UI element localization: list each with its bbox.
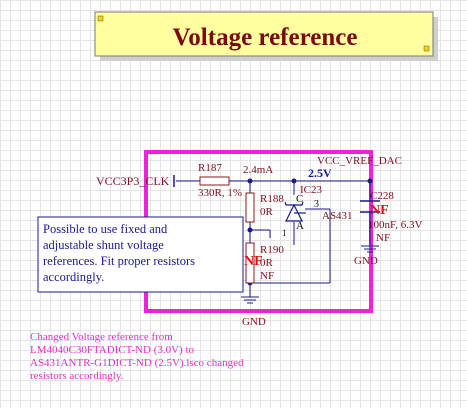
note-line: accordingly. bbox=[43, 270, 104, 284]
r190-nf-marker: NF bbox=[244, 254, 263, 269]
title-block[interactable]: Voltage reference bbox=[94, 11, 438, 61]
ground-symbol-cap bbox=[361, 245, 379, 253]
net-label-output: VCC_VREF_DAC bbox=[317, 155, 402, 167]
c228-nf: NF bbox=[376, 232, 390, 244]
c228-value: 100nF, 6.3V bbox=[368, 219, 422, 231]
capacitor-c228[interactable] bbox=[360, 200, 380, 213]
r190-nf: NF bbox=[260, 270, 274, 282]
ground-symbol-main bbox=[241, 296, 259, 304]
junction-dot bbox=[247, 178, 253, 184]
r188-ref: R188 bbox=[260, 193, 284, 205]
current-label: 2.4mA bbox=[243, 164, 273, 176]
note-line: Possible to use fixed and bbox=[43, 222, 168, 236]
junction-dot bbox=[367, 178, 373, 184]
resistor-r188[interactable] bbox=[245, 192, 255, 223]
note-box[interactable]: Possible to use fixed and adjustable shu… bbox=[37, 216, 244, 293]
net-label-input: VCC3P3_CLK bbox=[96, 174, 170, 188]
title-block-box bbox=[94, 11, 434, 57]
note-line: references. Fit proper resistors bbox=[43, 254, 195, 268]
ic23-pin-a: A bbox=[296, 220, 304, 232]
title-block-corner-mark bbox=[97, 15, 104, 22]
gnd-label-cap: GND bbox=[354, 255, 378, 267]
shunt-reference-ic23[interactable] bbox=[284, 201, 306, 222]
change-note-line: Changed Voltage reference from bbox=[30, 331, 173, 343]
ic23-pin-3: 3 bbox=[314, 199, 319, 210]
title-block-corner-mark bbox=[423, 45, 430, 52]
note-box-border bbox=[37, 216, 244, 293]
voltage-label: 2.5V bbox=[308, 166, 332, 180]
ic23-pin-1: 1 bbox=[282, 228, 287, 238]
r190-value: 0R bbox=[260, 257, 274, 269]
r187-ref: R187 bbox=[198, 162, 222, 174]
change-note-line: resistors accordingly. bbox=[30, 370, 124, 382]
r187-value: 330R, 1% bbox=[198, 187, 242, 199]
diode-bar bbox=[284, 201, 304, 206]
r190-ref: R190 bbox=[260, 244, 284, 256]
r188-value: 0R bbox=[260, 206, 274, 218]
junction-dot bbox=[247, 227, 253, 233]
c228-nf-marker: NF bbox=[370, 203, 389, 218]
change-note-line: LM4040C30FTADICT-ND (3.0V) to bbox=[30, 344, 195, 356]
ic23-pin-c: C bbox=[296, 193, 303, 205]
change-note-line: AS431ANTR-G1DICT-ND (2.5V).lsco changed bbox=[30, 357, 244, 369]
gnd-label-main: GND bbox=[242, 316, 266, 328]
resistor-r190[interactable] bbox=[245, 242, 255, 284]
change-annotation: Changed Voltage reference from LM4040C30… bbox=[30, 331, 244, 382]
resistor-r187[interactable] bbox=[199, 176, 230, 186]
junction-dot bbox=[291, 178, 297, 184]
ic23-part: AS431 bbox=[322, 210, 353, 222]
note-line: adjustable shunt voltage bbox=[43, 238, 164, 252]
title-text: Voltage reference bbox=[173, 24, 358, 51]
ic23-ref: IC23 bbox=[300, 184, 323, 196]
c228-ref: C228 bbox=[370, 190, 394, 202]
